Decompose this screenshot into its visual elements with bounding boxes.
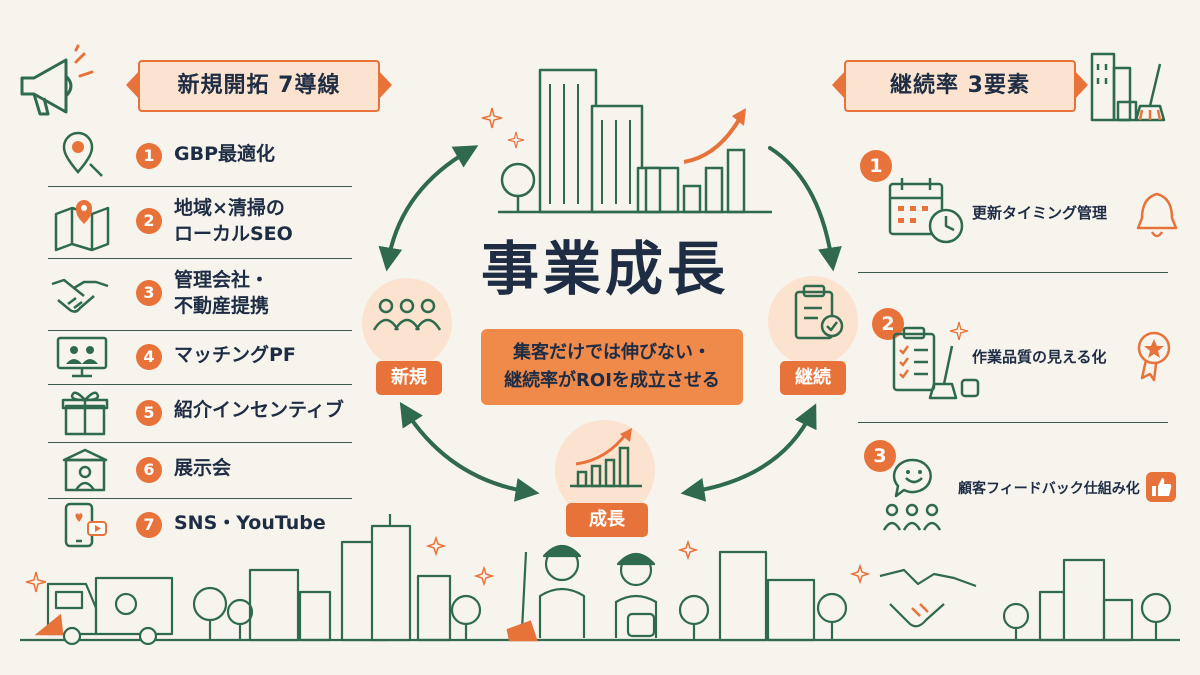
number-badge: 7 (136, 512, 162, 538)
number-badge: 3 (864, 440, 896, 472)
list-item: 1 GBP最適化 (48, 128, 352, 187)
number-badge: 4 (136, 344, 162, 370)
list-item: 4 マッチングPF (48, 330, 352, 385)
feedback-smile-icon (882, 458, 942, 531)
city-growth-illustration (498, 68, 772, 214)
number-badge: 1 (136, 143, 162, 169)
list-item-label: 作業品質の見える化 (972, 348, 1107, 366)
megaphone-icon (20, 44, 94, 116)
list-item-label: 更新タイミング管理 (972, 204, 1108, 222)
sparkle-icon (507, 131, 525, 149)
garbage-truck-icon (46, 576, 174, 646)
checklist-icon (892, 326, 980, 400)
list-item-label: GBP最適化 (174, 143, 276, 165)
number-badge: 5 (136, 400, 162, 426)
map-search-icon (62, 131, 103, 177)
list-item-label: 管理会社・ 不動産提携 (174, 269, 270, 317)
bell-icon (1136, 192, 1178, 238)
map-pin-icon (54, 200, 110, 252)
thumbs-up-icon (1146, 472, 1176, 502)
list-item-label: 地域×清掃の ローカルSEO (174, 197, 293, 245)
divider (858, 272, 1168, 273)
list-item: 5 紹介インセンティブ (48, 384, 352, 443)
right-section-title: 継続率 3要素 (832, 60, 1088, 112)
list-item: 7 SNS・YouTube (48, 498, 352, 554)
divider (858, 422, 1168, 423)
list-item-label: 紹介インセンティブ (174, 399, 344, 421)
bottom-scenery (20, 514, 1180, 646)
booth-icon (62, 448, 108, 492)
monitor-people-icon (56, 336, 108, 378)
center-title: 事業成長 (480, 235, 729, 303)
gift-icon (61, 391, 109, 436)
center-message: 集客だけでは伸びない・ 継続率がROIを成立させる (481, 329, 743, 405)
number-badge: 6 (136, 457, 162, 483)
calendar-clock-icon (888, 178, 964, 244)
number-badge: 1 (860, 150, 892, 182)
list-item-label: マッチングPF (174, 344, 296, 366)
node-growth-label: 成長 (566, 503, 648, 537)
list-item: 2 地域×清掃の ローカルSEO (48, 186, 352, 259)
list-item: 3 管理会社・ 不動産提携 (48, 258, 352, 331)
list-item-label: 顧客フィードバック仕組み化 (958, 481, 1140, 497)
sparkle-icon (949, 321, 969, 341)
list-item: 6 展示会 (48, 442, 352, 499)
clipboard-check-icon (794, 284, 844, 340)
handshake-icon (51, 278, 109, 313)
people-icon (372, 298, 442, 331)
growth-chart-icon (570, 428, 642, 488)
node-new-label: 新規 (376, 361, 442, 395)
number-badge: 2 (136, 208, 162, 234)
smartphone-icon (64, 502, 107, 548)
award-ribbon-icon (1137, 331, 1171, 382)
list-item-label: SNS・YouTube (174, 512, 326, 534)
building-cleaning-icon (1090, 52, 1166, 122)
node-new-circle (362, 278, 452, 368)
left-section-title: 新規開拓 7導線 (126, 60, 392, 112)
node-retention-label: 継続 (780, 361, 846, 395)
sparkle-icon (481, 107, 503, 129)
list-item-label: 展示会 (174, 457, 232, 479)
number-badge: 3 (136, 280, 162, 306)
